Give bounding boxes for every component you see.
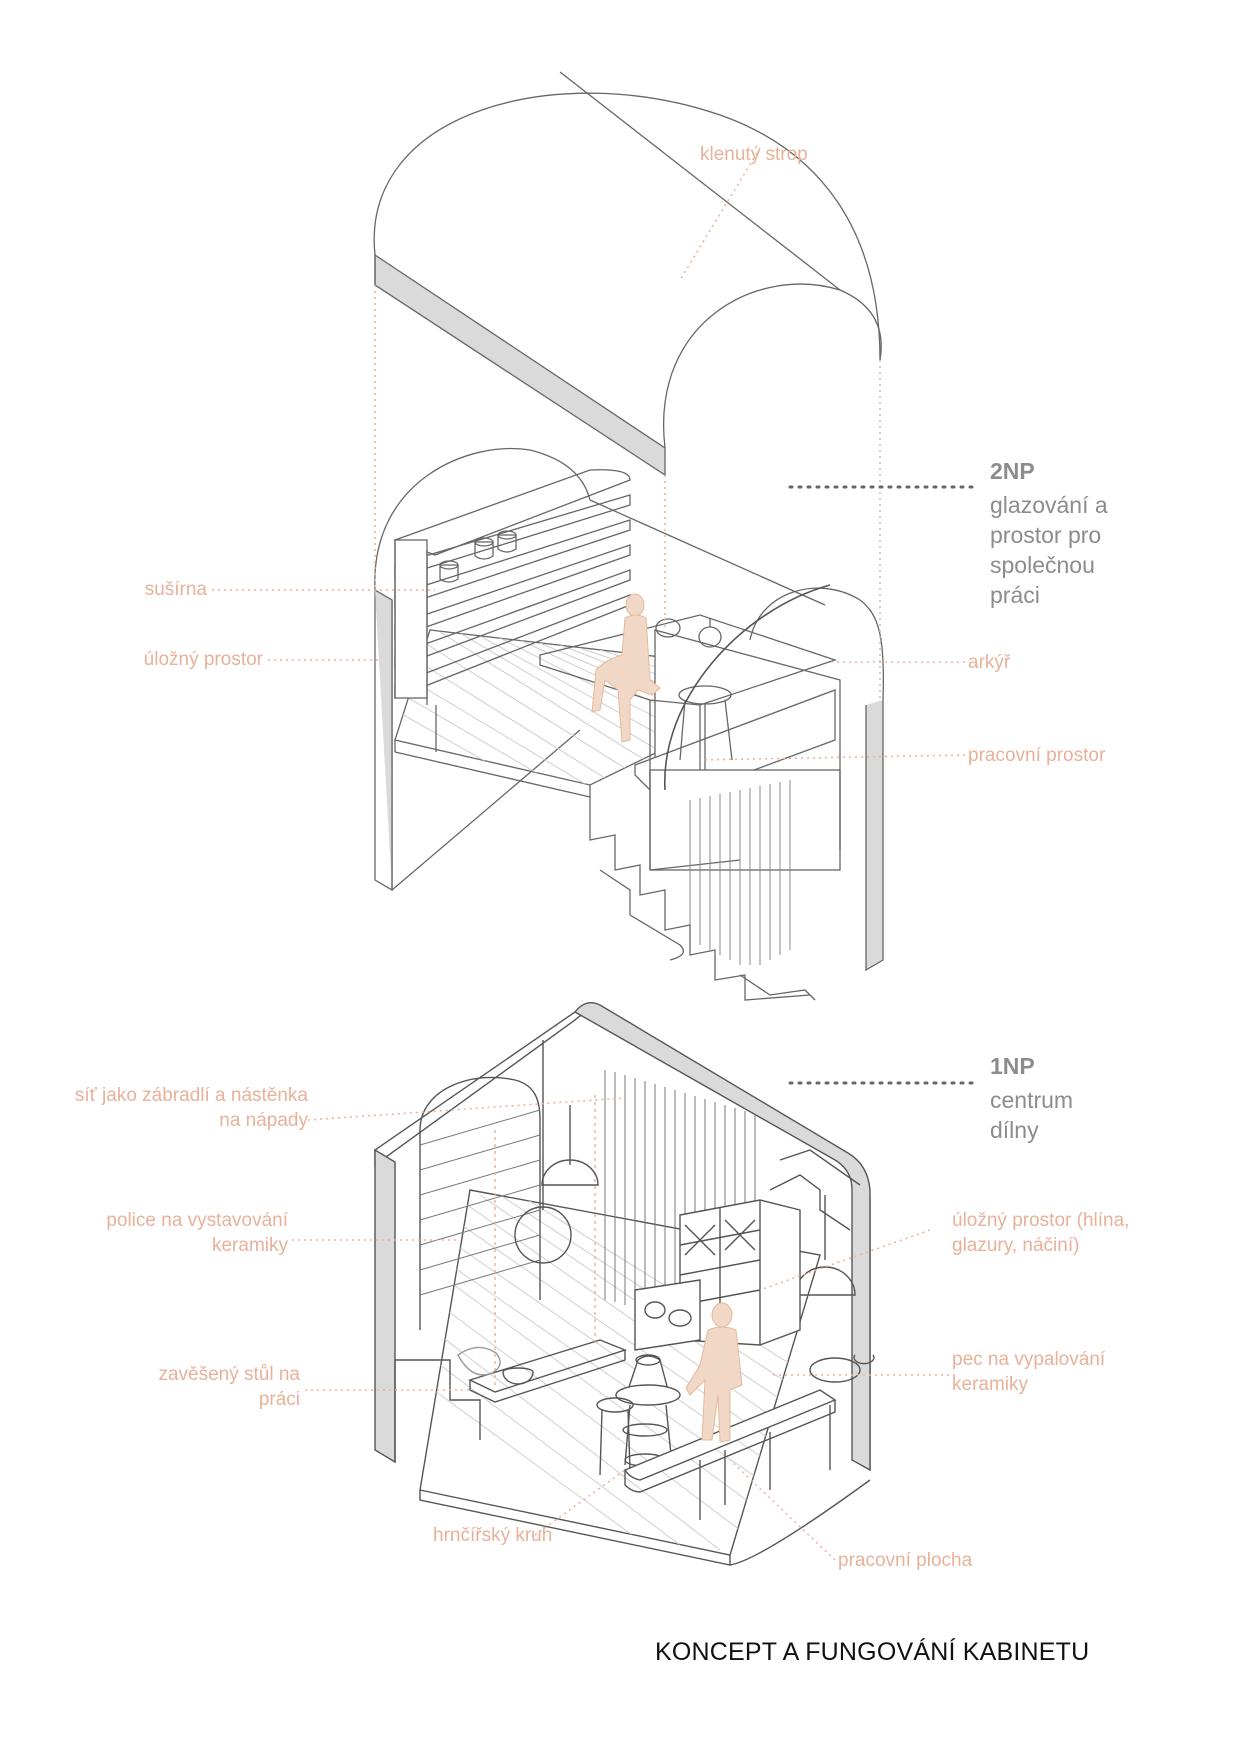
label-kiln: pec na vypalování keramiky bbox=[952, 1349, 1106, 1395]
level-code-1np: 1NP bbox=[990, 1053, 1035, 1079]
vault-roof bbox=[373, 71, 882, 477]
label-net: síť jako zábradlí a nástěnka na nápady bbox=[74, 1085, 308, 1131]
label-drying: sušírna bbox=[144, 579, 207, 600]
floor-1np bbox=[374, 1002, 875, 1566]
label-storage-1np: úložný prostor (hlína, glazury, náčiní) bbox=[952, 1210, 1130, 1256]
figure-2np bbox=[591, 593, 661, 743]
label-bay: arkýř bbox=[968, 652, 1011, 673]
label-wheel: hrnčířský kruh bbox=[433, 1525, 553, 1546]
label-workspace: pracovní prostor bbox=[968, 745, 1106, 766]
label-shelves: police na vystavování keramiky bbox=[106, 1210, 288, 1256]
level-desc-2np: glazování a prostor pro společnou práci bbox=[990, 492, 1108, 608]
level-leaders bbox=[788, 485, 977, 1085]
label-table: zavěšený stůl na práci bbox=[158, 1364, 300, 1410]
label-storage-2np: úložný prostor bbox=[143, 649, 263, 670]
figure-1np bbox=[685, 1302, 743, 1443]
guide-lines bbox=[212, 147, 966, 1561]
floor-2np bbox=[374, 447, 885, 1001]
level-code-2np: 2NP bbox=[990, 458, 1035, 484]
label-vault: klenutý strop bbox=[700, 144, 808, 165]
vault-section-wall bbox=[374, 253, 666, 477]
sheet-title: KONCEPT A FUNGOVÁNÍ KABINETU bbox=[655, 1638, 1090, 1666]
level-desc-1np: centrum dílny bbox=[990, 1087, 1074, 1143]
label-surface: pracovní plocha bbox=[838, 1550, 973, 1571]
